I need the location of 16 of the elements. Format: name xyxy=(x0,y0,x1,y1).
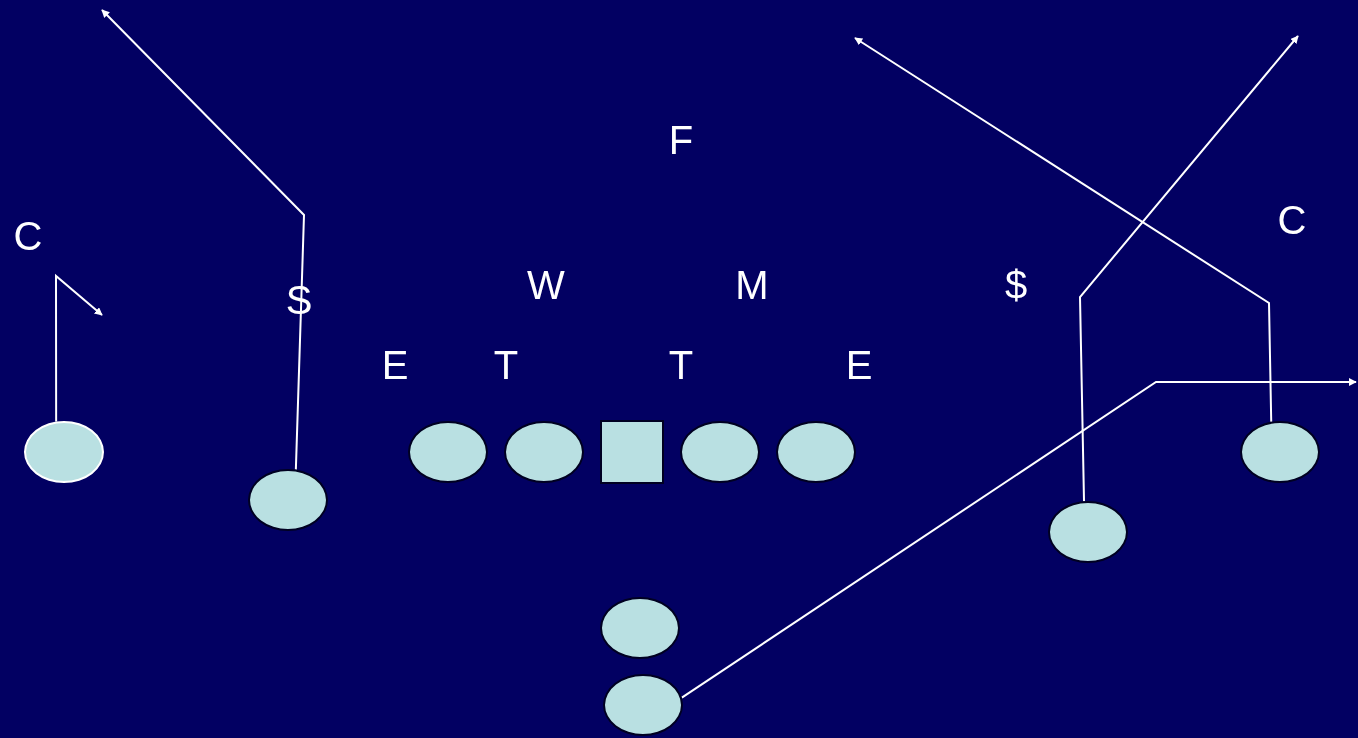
route-arrow xyxy=(101,9,305,471)
center-square xyxy=(600,420,664,484)
position-letter: E xyxy=(381,345,409,385)
route-arrow xyxy=(680,378,1357,699)
route-arrow xyxy=(55,273,103,423)
position-letter: $ xyxy=(1004,265,1028,305)
position-letter: C xyxy=(1277,200,1307,240)
position-letter: M xyxy=(735,265,769,305)
position-letter: T xyxy=(668,345,694,385)
route-arrow xyxy=(1079,35,1299,503)
position-letter: W xyxy=(527,265,565,305)
position-letter: F xyxy=(668,120,694,160)
route-arrow xyxy=(854,37,1273,423)
position-letter: E xyxy=(845,345,873,385)
position-letter: T xyxy=(493,345,519,385)
position-letter: C xyxy=(13,216,43,256)
